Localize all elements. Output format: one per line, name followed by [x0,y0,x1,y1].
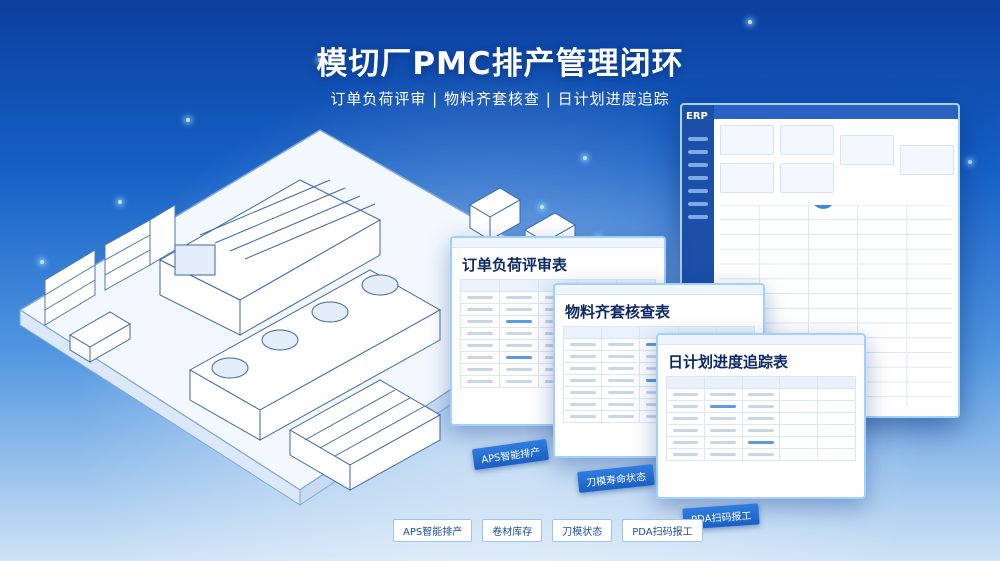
bottom-tag-aps[interactable]: APS智能排产 [393,519,473,542]
glow-dot [118,200,122,204]
kpi-card [780,125,834,155]
page-subtitle: 订单负荷评审 | 物料齐套核查 | 日计划进度追踪 [330,90,670,108]
panel-title: 物料齐套核查表 [565,303,671,321]
kpi-card [840,135,894,165]
glow-dot [186,118,190,122]
glow-dot [540,205,544,209]
bottom-tag-pda-report[interactable]: PDA扫码报工 [622,519,703,542]
glow-dot [968,160,972,164]
bottom-tag-coil-stock[interactable]: 卷材库存 [482,519,543,542]
panel-title: 日计划进度追踪表 [668,353,789,371]
panel-topbar [555,285,763,295]
panel-topbar [658,335,864,345]
kpi-card [720,163,774,193]
erp-menu-item[interactable] [688,176,708,180]
erp-header-bar [714,105,958,119]
glow-dot [318,58,322,62]
page-title: 模切厂PMC排产管理闭环 [316,46,684,82]
kpi-card [780,163,834,193]
panel-title: 订单负荷评审表 [462,256,568,274]
panel-topbar [452,238,664,248]
glow-dot [40,260,44,264]
erp-menu-item[interactable] [688,215,708,219]
kpi-card [720,125,774,155]
erp-menu-item[interactable] [688,150,708,154]
erp-menu-item[interactable] [688,163,708,167]
kpi-card [900,145,954,175]
bottom-tag-die-status[interactable]: 刀模状态 [552,519,613,542]
bottom-tag-row: APS智能排产 卷材库存 刀模状态 PDA扫码报工 [393,519,703,542]
daily-plan-table [666,376,856,461]
erp-menu-item[interactable] [688,202,708,206]
erp-kpi-cards [720,125,954,195]
glow-dot [748,20,752,24]
erp-menu-item[interactable] [688,189,708,193]
glow-dot [583,156,587,160]
erp-menu-item[interactable] [688,137,708,141]
erp-brand: ERP [686,111,708,122]
daily-plan-tracking-panel: 日计划进度追踪表 [656,333,866,499]
